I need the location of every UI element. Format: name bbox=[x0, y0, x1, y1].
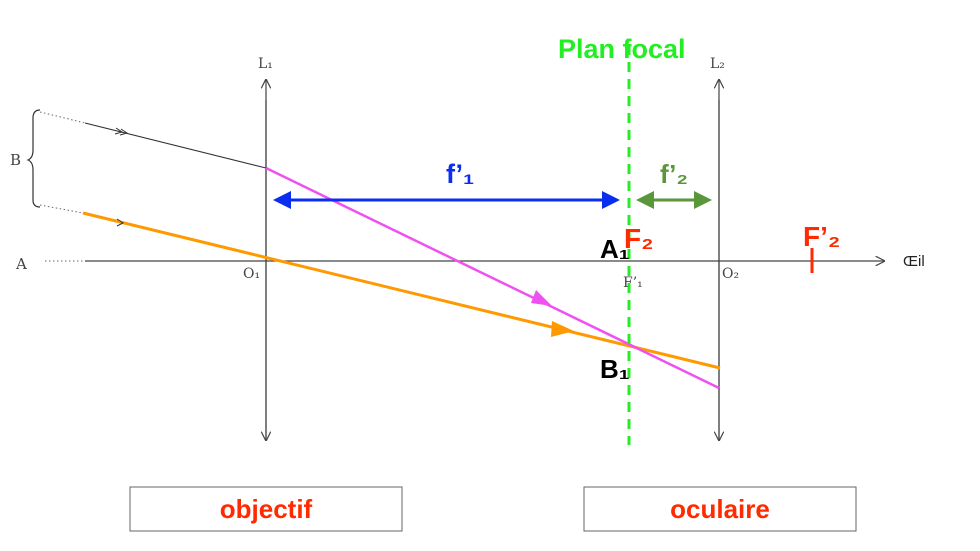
ray-orange-dotted bbox=[39, 204, 84, 214]
double-arrow-icon bbox=[114, 127, 129, 136]
objectif-box bbox=[129, 486, 403, 532]
label-L2: L₂ bbox=[710, 56, 725, 72]
label-F1prime: F’₁ bbox=[623, 275, 643, 291]
label-A: A bbox=[15, 255, 27, 273]
label-oculaire: oculaire bbox=[670, 494, 770, 524]
label-F2: F₂ bbox=[624, 223, 654, 254]
ray-B-dotted bbox=[39, 111, 86, 124]
ray-B-incoming bbox=[84, 122, 267, 169]
label-A1: A₁ bbox=[600, 234, 630, 264]
label-F2prime: F’₂ bbox=[803, 221, 840, 252]
ray-orange bbox=[82, 211, 721, 370]
label-eye: Œil bbox=[903, 253, 925, 270]
oculaire-box bbox=[583, 486, 857, 532]
label-f1: f’₁ bbox=[446, 159, 474, 189]
label-B: B bbox=[10, 151, 21, 169]
label-plan-focal: Plan focal bbox=[558, 34, 686, 64]
label-f2: f’₂ bbox=[660, 159, 688, 189]
brace-B bbox=[26, 109, 41, 208]
orange-arrow-icon bbox=[551, 321, 574, 337]
label-objectif: objectif bbox=[220, 494, 313, 524]
arrow-icon bbox=[116, 218, 124, 227]
label-L1: L₁ bbox=[258, 56, 273, 72]
label-O1: O₁ bbox=[243, 266, 260, 282]
label-O2: O₂ bbox=[722, 266, 739, 282]
label-B1: B₁ bbox=[600, 354, 630, 384]
magenta-arrow-icon bbox=[531, 290, 552, 306]
